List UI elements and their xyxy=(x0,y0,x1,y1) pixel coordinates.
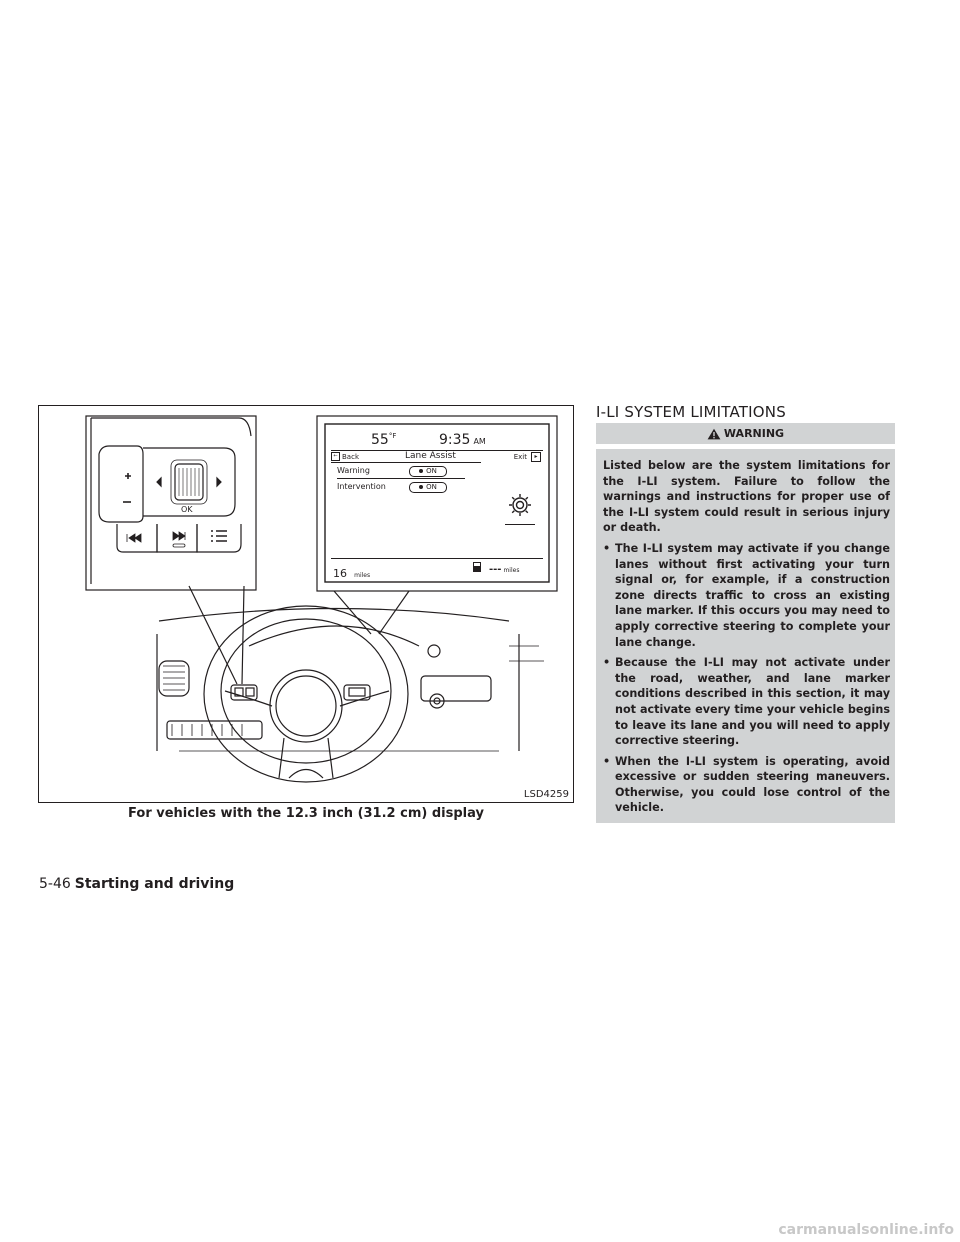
page-number: 5-46 xyxy=(39,876,71,892)
warning-heading: WARNING xyxy=(596,423,895,444)
exit-label: Exit xyxy=(513,453,527,461)
watermark: carmanualsonline.info xyxy=(778,1222,954,1238)
screen-title: Lane Assist xyxy=(405,451,456,461)
gear-icon xyxy=(509,494,531,516)
warning-bullet: Because the I-LI may not activate under … xyxy=(603,655,890,749)
figure-caption: For vehicles with the 12.3 inch (31.2 cm… xyxy=(128,806,484,821)
range-unit: miles xyxy=(503,567,520,574)
warning-bullet: When the I-LI system is operating, avoid… xyxy=(603,754,890,816)
toggle-on-badge: ON xyxy=(409,466,447,477)
toggle-on-badge: ON xyxy=(409,482,447,493)
toggle-dot-icon xyxy=(419,485,424,489)
warning-bullets: The I-LI system may activate if you chan… xyxy=(603,541,890,816)
warning-body: Listed below are the system limitations … xyxy=(596,449,895,823)
warning-box: WARNING Listed below are the system limi… xyxy=(596,423,895,823)
exit-icon: ▸ xyxy=(531,452,541,462)
warning-bullet: The I-LI system may activate if you chan… xyxy=(603,541,890,650)
section-title: I-LI SYSTEM LIMITATIONS xyxy=(596,403,786,421)
setting-row-intervention: Intervention ON xyxy=(337,482,517,494)
switch-inset xyxy=(90,417,252,584)
warning-triangle-icon xyxy=(707,428,721,439)
back-label: Back xyxy=(342,452,359,461)
trip-value: 16 xyxy=(333,567,347,580)
setting-label: Intervention xyxy=(337,482,386,491)
toggle-dot-icon xyxy=(419,469,424,473)
dashboard-illustration xyxy=(85,415,558,783)
setting-row-warning: Warning ON xyxy=(337,466,517,478)
toggle-value: ON xyxy=(426,483,437,491)
switch-ok-label: OK xyxy=(181,505,193,514)
warning-intro: Listed below are the system limitations … xyxy=(603,459,890,535)
trip-unit: miles xyxy=(354,572,371,579)
footer-section: Starting and driving xyxy=(74,876,235,892)
toggle-value: ON xyxy=(426,467,437,475)
clock-ampm: AM xyxy=(473,437,486,446)
range-value: --- xyxy=(489,564,502,575)
setting-label: Warning xyxy=(337,466,370,475)
fuel-icon xyxy=(473,562,481,572)
clock-time: 9:35 xyxy=(439,432,471,448)
figure-code: LSD4259 xyxy=(523,789,569,800)
back-icon: ← xyxy=(331,452,340,461)
temperature: 55 xyxy=(371,432,389,448)
warning-heading-text: WARNING xyxy=(723,427,785,440)
temperature-unit: °F xyxy=(388,432,397,440)
